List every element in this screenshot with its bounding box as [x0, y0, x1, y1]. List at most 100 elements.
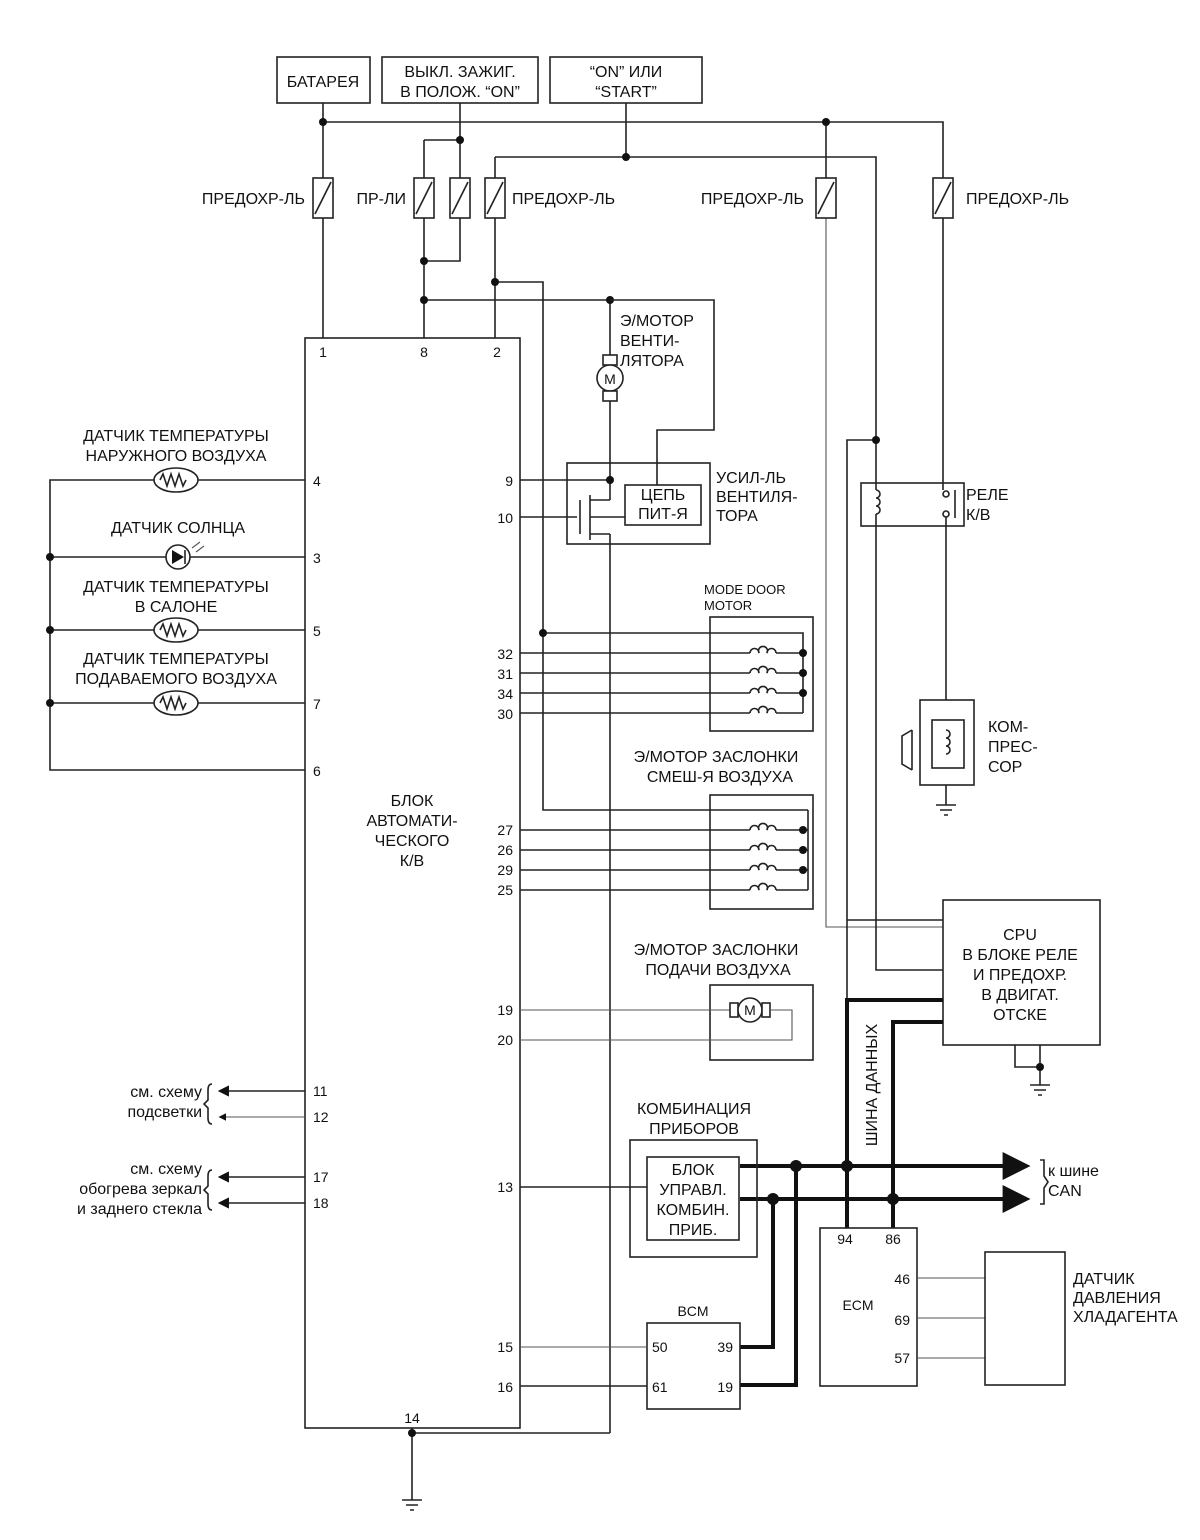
pin-29: 29 — [497, 862, 513, 878]
cpu-label-3: И ПРЕДОХР. — [973, 967, 1067, 984]
pin-31: 31 — [497, 666, 513, 682]
fan-amp-inner-2: ПИТ-Я — [638, 506, 688, 523]
pin-14: 14 — [404, 1410, 420, 1426]
pressure-label-1: ДАТЧИК — [1073, 1271, 1135, 1288]
cpu-label-2: В БЛОКЕ РЕЛЕ — [962, 947, 1078, 964]
mix-motor-label-1: Э/МОТОР ЗАСЛОНКИ — [634, 749, 799, 766]
ground-icon — [936, 804, 956, 816]
combination-meter: КОМБИНАЦИЯ ПРИБОРОВ БЛОК УПРАВЛ. КОМБИН.… — [520, 1101, 758, 1258]
pin-8: 8 — [420, 344, 428, 360]
clutch-coil-icon — [945, 729, 951, 755]
pin-13: 13 — [497, 1179, 513, 1195]
sun-sensor: ДАТЧИК СОЛНЦА — [111, 520, 245, 570]
fan-amp-label-2: ВЕНТИЛЯ- — [716, 489, 798, 506]
pin-11: 11 — [313, 1083, 328, 1099]
pin-4: 4 — [313, 473, 321, 489]
start-label-2: “START” — [595, 84, 657, 101]
pin-34: 34 — [497, 686, 513, 702]
pin-9: 9 — [505, 473, 513, 489]
fuse-ign-2 — [449, 177, 471, 219]
compressor-label-2: ПРЕС- — [988, 739, 1038, 756]
ignition-start-source: “ON” ИЛИ “START” — [549, 56, 703, 104]
unit-label-2: АВТОМАТИ- — [366, 813, 457, 830]
cluster-inner-1: БЛОК — [672, 1162, 715, 1179]
bcm-pin-19: 19 — [717, 1379, 733, 1395]
refrigerant-pressure-sensor: ДАТЧИК ДАВЛЕНИЯ ХЛАДАГЕНТА — [984, 1251, 1178, 1386]
mode-motor-label-2: MOTOR — [704, 598, 752, 613]
fuse-relay — [932, 177, 954, 219]
pin-30: 30 — [497, 706, 513, 722]
cpu-label-1: CPU — [1003, 927, 1037, 944]
relay-label-2: К/В — [966, 507, 990, 524]
pin-26: 26 — [497, 842, 513, 858]
pin-27: 27 — [497, 822, 513, 838]
cluster-inner-4: ПРИБ. — [669, 1222, 718, 1239]
ignition-label-1: ВЫКЛ. ЗАЖИГ. — [404, 64, 515, 81]
defogger-reference: см. схему обогрева зеркал и заднего стек… — [77, 1161, 305, 1218]
ambient-label-2: НАРУЖНОГО ВОЗДУХА — [86, 448, 267, 465]
intake-motor-label-2: ПОДАЧИ ВОЗДУХА — [645, 962, 791, 979]
ignition-label-2: В ПОЛОЖ. “ON” — [400, 84, 520, 101]
fuse-cpu — [815, 177, 837, 219]
fuse-label-3: ПРЕДОХР-ЛЬ — [512, 191, 615, 208]
fan-motor: M Э/МОТОР ВЕНТИ- ЛЯТОРА — [596, 299, 715, 485]
pressure-label-2: ДАВЛЕНИЯ — [1073, 1290, 1161, 1307]
fuse-label-4: ПРЕДОХР-ЛЬ — [701, 191, 804, 208]
compressor: КОМ- ПРЕС- СОР — [901, 699, 1038, 816]
cpu-label-4: В ДВИГАТ. — [981, 987, 1059, 1004]
intake-sensor: ДАТЧИК ТЕМПЕРАТУРЫ ПОДАВАЕМОГО ВОЗДУХА — [75, 651, 277, 716]
auto-ac-unit: БЛОК АВТОМАТИ- ЧЕСКОГО К/В — [304, 337, 521, 1429]
ecm: 94 86 ECM 46 69 57 — [819, 1227, 985, 1387]
pin-1: 1 — [319, 344, 327, 360]
incar-sensor: ДАТЧИК ТЕМПЕРАТУРЫ В САЛОНЕ — [83, 579, 269, 643]
intake-motor-label-1: Э/МОТОР ЗАСЛОНКИ — [634, 942, 799, 959]
mode-door-motor: MODE DOOR MOTOR — [520, 582, 814, 732]
unit-label-4: К/В — [400, 853, 424, 870]
pin-16: 16 — [497, 1379, 513, 1395]
compressor-label-1: КОМ- — [988, 719, 1028, 736]
pin-12: 12 — [313, 1109, 329, 1125]
intake-label-2: ПОДАВАЕМОГО ВОЗДУХА — [75, 671, 277, 688]
thermistor-icon — [159, 471, 187, 489]
fuse-label-5: ПРЕДОХР-ЛЬ — [966, 191, 1069, 208]
fan-amplifier: ЦЕПЬ ПИТ-Я УСИЛ-ЛЬ ВЕНТИЛЯ- ТОРА — [520, 401, 798, 1433]
pin-17: 17 — [313, 1169, 329, 1185]
pin-18: 18 — [313, 1195, 329, 1211]
fan-motor-label-3: ЛЯТОРА — [620, 353, 684, 370]
can-label-2: CAN — [1048, 1183, 1082, 1200]
pin-15: 15 — [497, 1339, 513, 1355]
fuse-label-2: ПР-ЛИ — [357, 191, 407, 208]
illum-ref-2: подсветки — [128, 1104, 203, 1121]
motor-m-icon: M — [744, 1002, 756, 1018]
compressor-label-3: СОР — [988, 759, 1022, 776]
pin-10: 10 — [497, 510, 513, 526]
pressure-label-3: ХЛАДАГЕНТА — [1073, 1309, 1178, 1326]
ground-icon — [402, 1499, 422, 1511]
battery-source: БАТАРЕЯ — [276, 56, 371, 104]
fan-motor-label-1: Э/МОТОР — [620, 313, 694, 330]
data-bus-label: ШИНА ДАННЫХ — [864, 1024, 881, 1147]
thermistor-icon — [159, 694, 187, 712]
bcm-label: BCM — [677, 1303, 708, 1319]
ecm-pin-94: 94 — [837, 1231, 853, 1247]
defog-ref-3: и заднего стекла — [77, 1201, 202, 1218]
fuse-battery — [312, 177, 334, 219]
sun-label: ДАТЧИК СОЛНЦА — [111, 520, 245, 537]
air-mix-motor: Э/МОТОР ЗАСЛОНКИ СМЕШ-Я ВОЗДУХА — [520, 749, 814, 910]
intake-label-1: ДАТЧИК ТЕМПЕРАТУРЫ — [83, 651, 269, 668]
incar-label-1: ДАТЧИК ТЕМПЕРАТУРЫ — [83, 579, 269, 596]
bcm-pin-50: 50 — [652, 1339, 668, 1355]
pin-5: 5 — [313, 623, 321, 639]
pin-32: 32 — [497, 646, 513, 662]
cpu-ipdm: CPU В БЛОКЕ РЕЛЕ И ПРЕДОХР. В ДВИГАТ. ОТ… — [942, 899, 1101, 1096]
pin-6: 6 — [313, 763, 321, 779]
unit-label-1: БЛОК — [391, 793, 434, 810]
ecm-pin-57: 57 — [894, 1350, 910, 1366]
illum-ref-1: см. схему — [130, 1084, 202, 1101]
defog-ref-2: обогрева зеркал — [79, 1181, 202, 1198]
cluster-inner-2: УПРАВЛ. — [659, 1182, 726, 1199]
ambient-sensor: ДАТЧИК ТЕМПЕРАТУРЫ НАРУЖНОГО ВОЗДУХА — [83, 428, 269, 493]
ac-relay: РЕЛЕ К/В — [846, 439, 1009, 1000]
mix-motor-label-2: СМЕШ-Я ВОЗДУХА — [647, 769, 793, 786]
